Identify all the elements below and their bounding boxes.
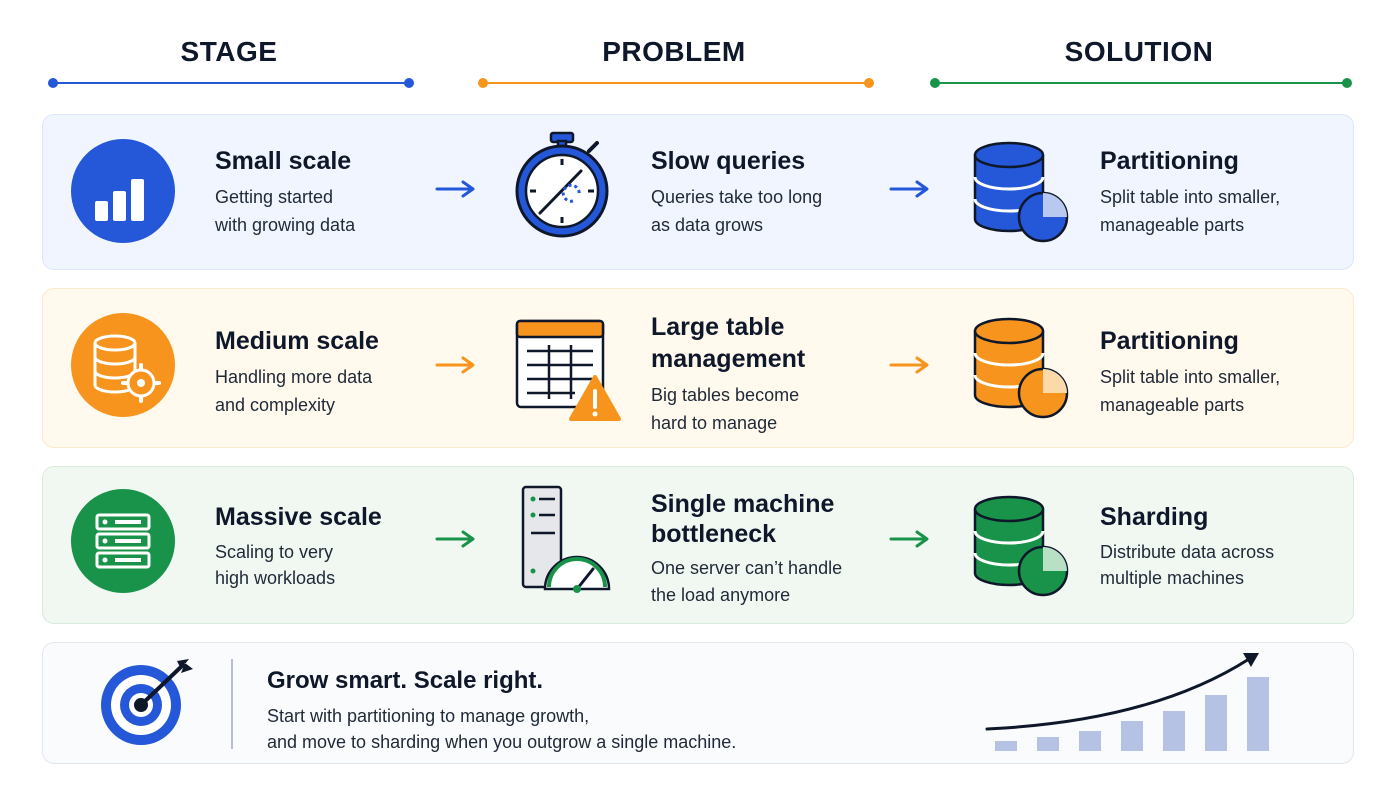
row-massive-scale: Massive scale Scaling to very high workl…	[42, 466, 1354, 624]
footer-divider	[231, 659, 233, 749]
stage-title: Small scale	[215, 147, 352, 175]
stage-title: Massive scale	[215, 503, 382, 531]
solution-desc: Split table into smaller, manageable par…	[1100, 363, 1280, 419]
footer-desc: Start with partitioning to manage growth…	[267, 703, 736, 755]
solution-desc-line: Split table into smaller,	[1100, 187, 1281, 207]
problem-title: Large table management	[651, 311, 805, 375]
stage-text: Small scale Getting started with growing…	[215, 145, 355, 239]
solution-desc: Split table into smaller, manageable par…	[1100, 183, 1280, 239]
problem-header-title: PROBLEM	[602, 36, 746, 67]
server-gauge-icon	[519, 485, 623, 604]
footer-title: Grow smart. Scale right.	[267, 667, 544, 694]
target-arrow-icon	[97, 657, 197, 754]
database-pie-icon	[971, 315, 1071, 426]
problem-desc-line: as data grows	[651, 215, 764, 235]
solution-header-line	[930, 78, 1352, 88]
solution-title: Partitioning	[1100, 147, 1239, 175]
stage-desc-line: Scaling to very	[215, 542, 334, 562]
problem-desc-line: One server can’t handle	[651, 558, 843, 578]
stage-desc-line: with growing data	[215, 215, 356, 235]
growth-chart-icon	[981, 647, 1281, 764]
footer-banner: Grow smart. Scale right. Start with part…	[42, 642, 1354, 764]
server-stack-icon	[71, 489, 175, 593]
arrow-right-icon	[435, 356, 475, 374]
stage-desc-line: Handling more data	[215, 367, 373, 387]
solution-desc-line: multiple machines	[1100, 568, 1245, 588]
stage-text: Massive scale Scaling to very high workl…	[215, 501, 382, 591]
solution-desc: Distribute data across multiple machines	[1100, 539, 1274, 591]
solution-text: Partitioning Split table into smaller, m…	[1100, 145, 1280, 239]
solution-title: Sharding	[1100, 503, 1209, 531]
solution-title: Partitioning	[1100, 327, 1239, 355]
arrow-right-icon	[889, 180, 929, 198]
problem-desc: Queries take too long as data grows	[651, 183, 822, 239]
problem-title-line: bottleneck	[651, 520, 777, 548]
problem-desc-line: Queries take too long	[651, 187, 823, 207]
problem-text: Slow queries Queries take too long as da…	[651, 145, 822, 239]
problem-text: Large table management Big tables become…	[651, 311, 805, 437]
problem-desc: Big tables become hard to manage	[651, 381, 805, 437]
problem-column-header: PROBLEM	[474, 0, 874, 100]
row-small-scale: Small scale Getting started with growing…	[42, 114, 1354, 270]
row-medium-scale: Medium scale Handling more data and comp…	[42, 288, 1354, 448]
stage-header-title: STAGE	[180, 36, 278, 67]
solution-desc-line: Distribute data across	[1100, 542, 1275, 562]
database-pie-icon	[971, 139, 1071, 250]
problem-header-line	[478, 78, 874, 88]
stage-desc-line: and complexity	[215, 395, 336, 415]
arrow-right-icon	[889, 530, 929, 548]
table-warning-icon	[515, 319, 625, 430]
solution-text: Partitioning Split table into smaller, m…	[1100, 325, 1280, 419]
arrow-right-icon	[435, 180, 475, 198]
footer-desc-line: Start with partitioning to manage growth…	[267, 706, 590, 726]
stage-desc: Scaling to very high workloads	[215, 539, 382, 591]
solution-text: Sharding Distribute data across multiple…	[1100, 501, 1274, 591]
problem-desc-line: the load anymore	[651, 585, 791, 605]
arrow-right-icon	[435, 530, 475, 548]
stage-text: Medium scale Handling more data and comp…	[215, 325, 379, 419]
stage-desc-line: high workloads	[215, 568, 336, 588]
stage-desc: Handling more data and complexity	[215, 363, 379, 419]
stage-title: Medium scale	[215, 327, 379, 355]
solution-header-title: SOLUTION	[1064, 36, 1214, 67]
problem-title-line: Slow queries	[651, 147, 806, 175]
stage-desc-line: Getting started	[215, 187, 334, 207]
problem-title-line: Large table	[651, 313, 785, 341]
solution-desc-line: manageable parts	[1100, 395, 1245, 415]
problem-desc: One server can’t handle the load anymore	[651, 555, 842, 609]
stage-header-line	[48, 78, 414, 88]
stage-desc: Getting started with growing data	[215, 183, 355, 239]
solution-column-header: SOLUTION	[926, 0, 1352, 100]
bar-chart-icon	[71, 139, 175, 243]
footer-desc-line: and move to sharding when you outgrow a …	[267, 732, 737, 752]
stage-column-header: STAGE	[44, 0, 414, 100]
problem-desc-line: Big tables become	[651, 385, 800, 405]
solution-desc-line: manageable parts	[1100, 215, 1245, 235]
problem-desc-line: hard to manage	[651, 413, 778, 433]
problem-title: Slow queries	[651, 145, 822, 177]
database-gear-icon	[71, 313, 175, 417]
problem-text: Single machine bottleneck One server can…	[651, 489, 842, 609]
problem-title-line: management	[651, 345, 806, 373]
problem-title: Single machine bottleneck	[651, 489, 842, 549]
solution-desc-line: Split table into smaller,	[1100, 367, 1281, 387]
stopwatch-icon	[509, 129, 613, 250]
problem-title-line: Single machine	[651, 490, 835, 518]
arrow-right-icon	[889, 356, 929, 374]
database-pie-icon	[971, 493, 1071, 604]
